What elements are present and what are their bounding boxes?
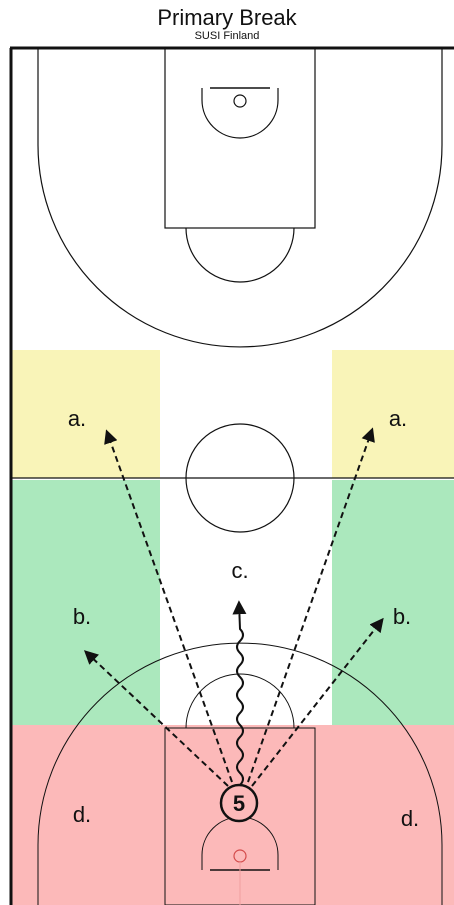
dribble-arrow-to-c — [232, 600, 247, 786]
arrow-to-b-right — [251, 617, 384, 787]
player-5-marker — [219, 783, 259, 823]
key-bottom — [164, 727, 316, 905]
zone-label-a-right: a. — [389, 406, 407, 431]
three-point-arc-top — [37, 48, 443, 348]
center-circle — [185, 423, 295, 533]
three-point-arc-bottom — [37, 642, 443, 905]
zone-label-d-right: d. — [401, 806, 419, 831]
free-throw-semicircle-top — [185, 227, 295, 283]
zone-label-b-left: b. — [73, 604, 91, 629]
player-5-number: 5 — [233, 791, 245, 816]
arrow-to-a-left — [104, 429, 233, 783]
zone-label-b-right: b. — [393, 604, 411, 629]
diagram-subtitle: SUSI Finland — [194, 30, 260, 42]
key-top — [164, 47, 316, 229]
zone-label-c: c. — [231, 558, 248, 583]
diagram-title: Primary Break — [157, 5, 297, 30]
zone-label-d-left: d. — [73, 802, 91, 827]
zone-a-right — [332, 350, 454, 478]
restricted-area-top — [201, 88, 279, 139]
zone-b-left — [12, 480, 160, 725]
zone-a-left — [12, 350, 160, 478]
zone-label-a-left: a. — [68, 406, 86, 431]
diagram-header: Primary Break SUSI Finland — [0, 0, 454, 48]
arrow-to-b-left — [83, 650, 229, 787]
rim-top — [233, 94, 247, 108]
free-throw-semicircle-bottom — [185, 673, 295, 729]
arrow-to-a-right — [247, 427, 375, 783]
zone-b-right — [332, 480, 454, 725]
